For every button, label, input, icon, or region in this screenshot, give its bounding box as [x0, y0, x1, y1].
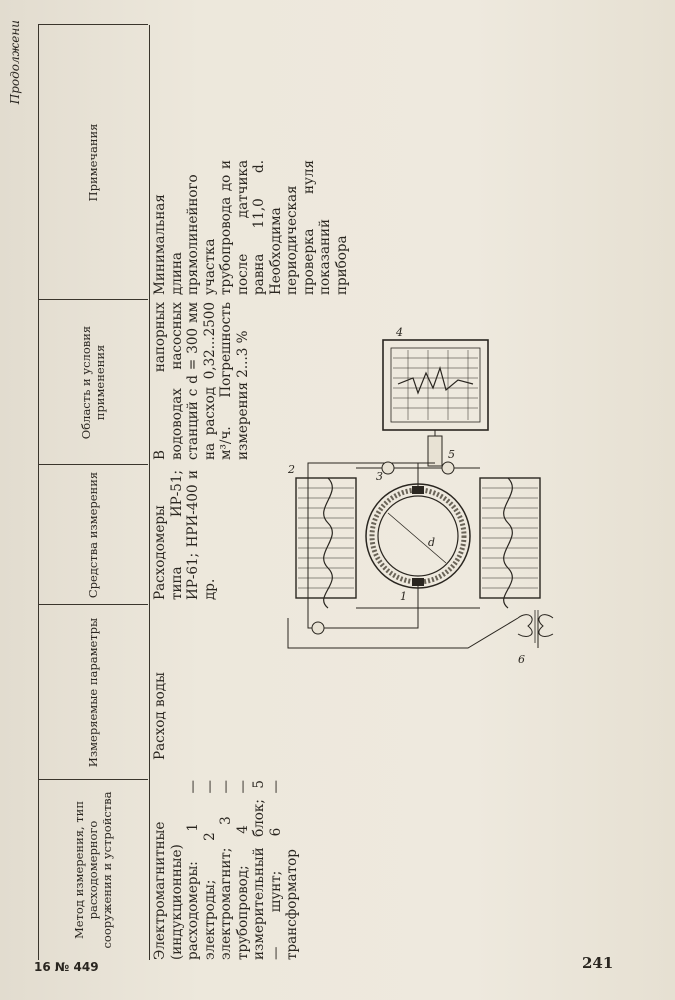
flowmeter-diagram: 4 5 2 3 d 1 6 — [268, 318, 568, 712]
cell-area: В напорных водоводах насосных станций с … — [152, 302, 251, 460]
label-5: 5 — [448, 448, 455, 461]
header-notes: Примечания — [86, 123, 100, 202]
label-d: d — [428, 536, 435, 549]
cell-method: Электромагнитные (индукционные) расходом… — [152, 780, 300, 960]
transformer — [517, 610, 554, 643]
electromagnet-left — [295, 477, 357, 599]
header-parameter: Измеряемые параметры — [86, 617, 100, 768]
label-3: 3 — [376, 470, 383, 483]
shunt — [427, 435, 443, 467]
electromagnet-right — [479, 477, 541, 599]
header-method: Метод измерения, тип расходомерного соор… — [72, 791, 114, 949]
cell-notes: Минимальная длина прямолинейного участка… — [152, 160, 350, 295]
measuring-block — [382, 339, 489, 431]
label-4: 4 — [395, 326, 403, 339]
cell-instruments: Расходомеры типа ИР-51; ИР-61; НРИ-400 и… — [152, 470, 218, 600]
signature-mark: 16 № 449 — [34, 960, 99, 974]
header-area: Область и условия применения — [79, 325, 107, 440]
label-6: 6 — [518, 653, 525, 666]
electrode-top — [412, 486, 424, 494]
electrode-bottom — [412, 578, 424, 586]
header-instruments: Средства измерения — [86, 471, 100, 599]
cell-parameter: Расход воды — [152, 672, 168, 760]
label-2: 2 — [287, 463, 295, 476]
page-number: 241 — [582, 954, 614, 972]
flowmeter-schematic: 4 5 2 3 d 1 6 — [287, 326, 554, 666]
label-1: 1 — [400, 590, 407, 603]
pipe — [365, 483, 471, 589]
continued-label: Продолжени — [8, 20, 22, 105]
